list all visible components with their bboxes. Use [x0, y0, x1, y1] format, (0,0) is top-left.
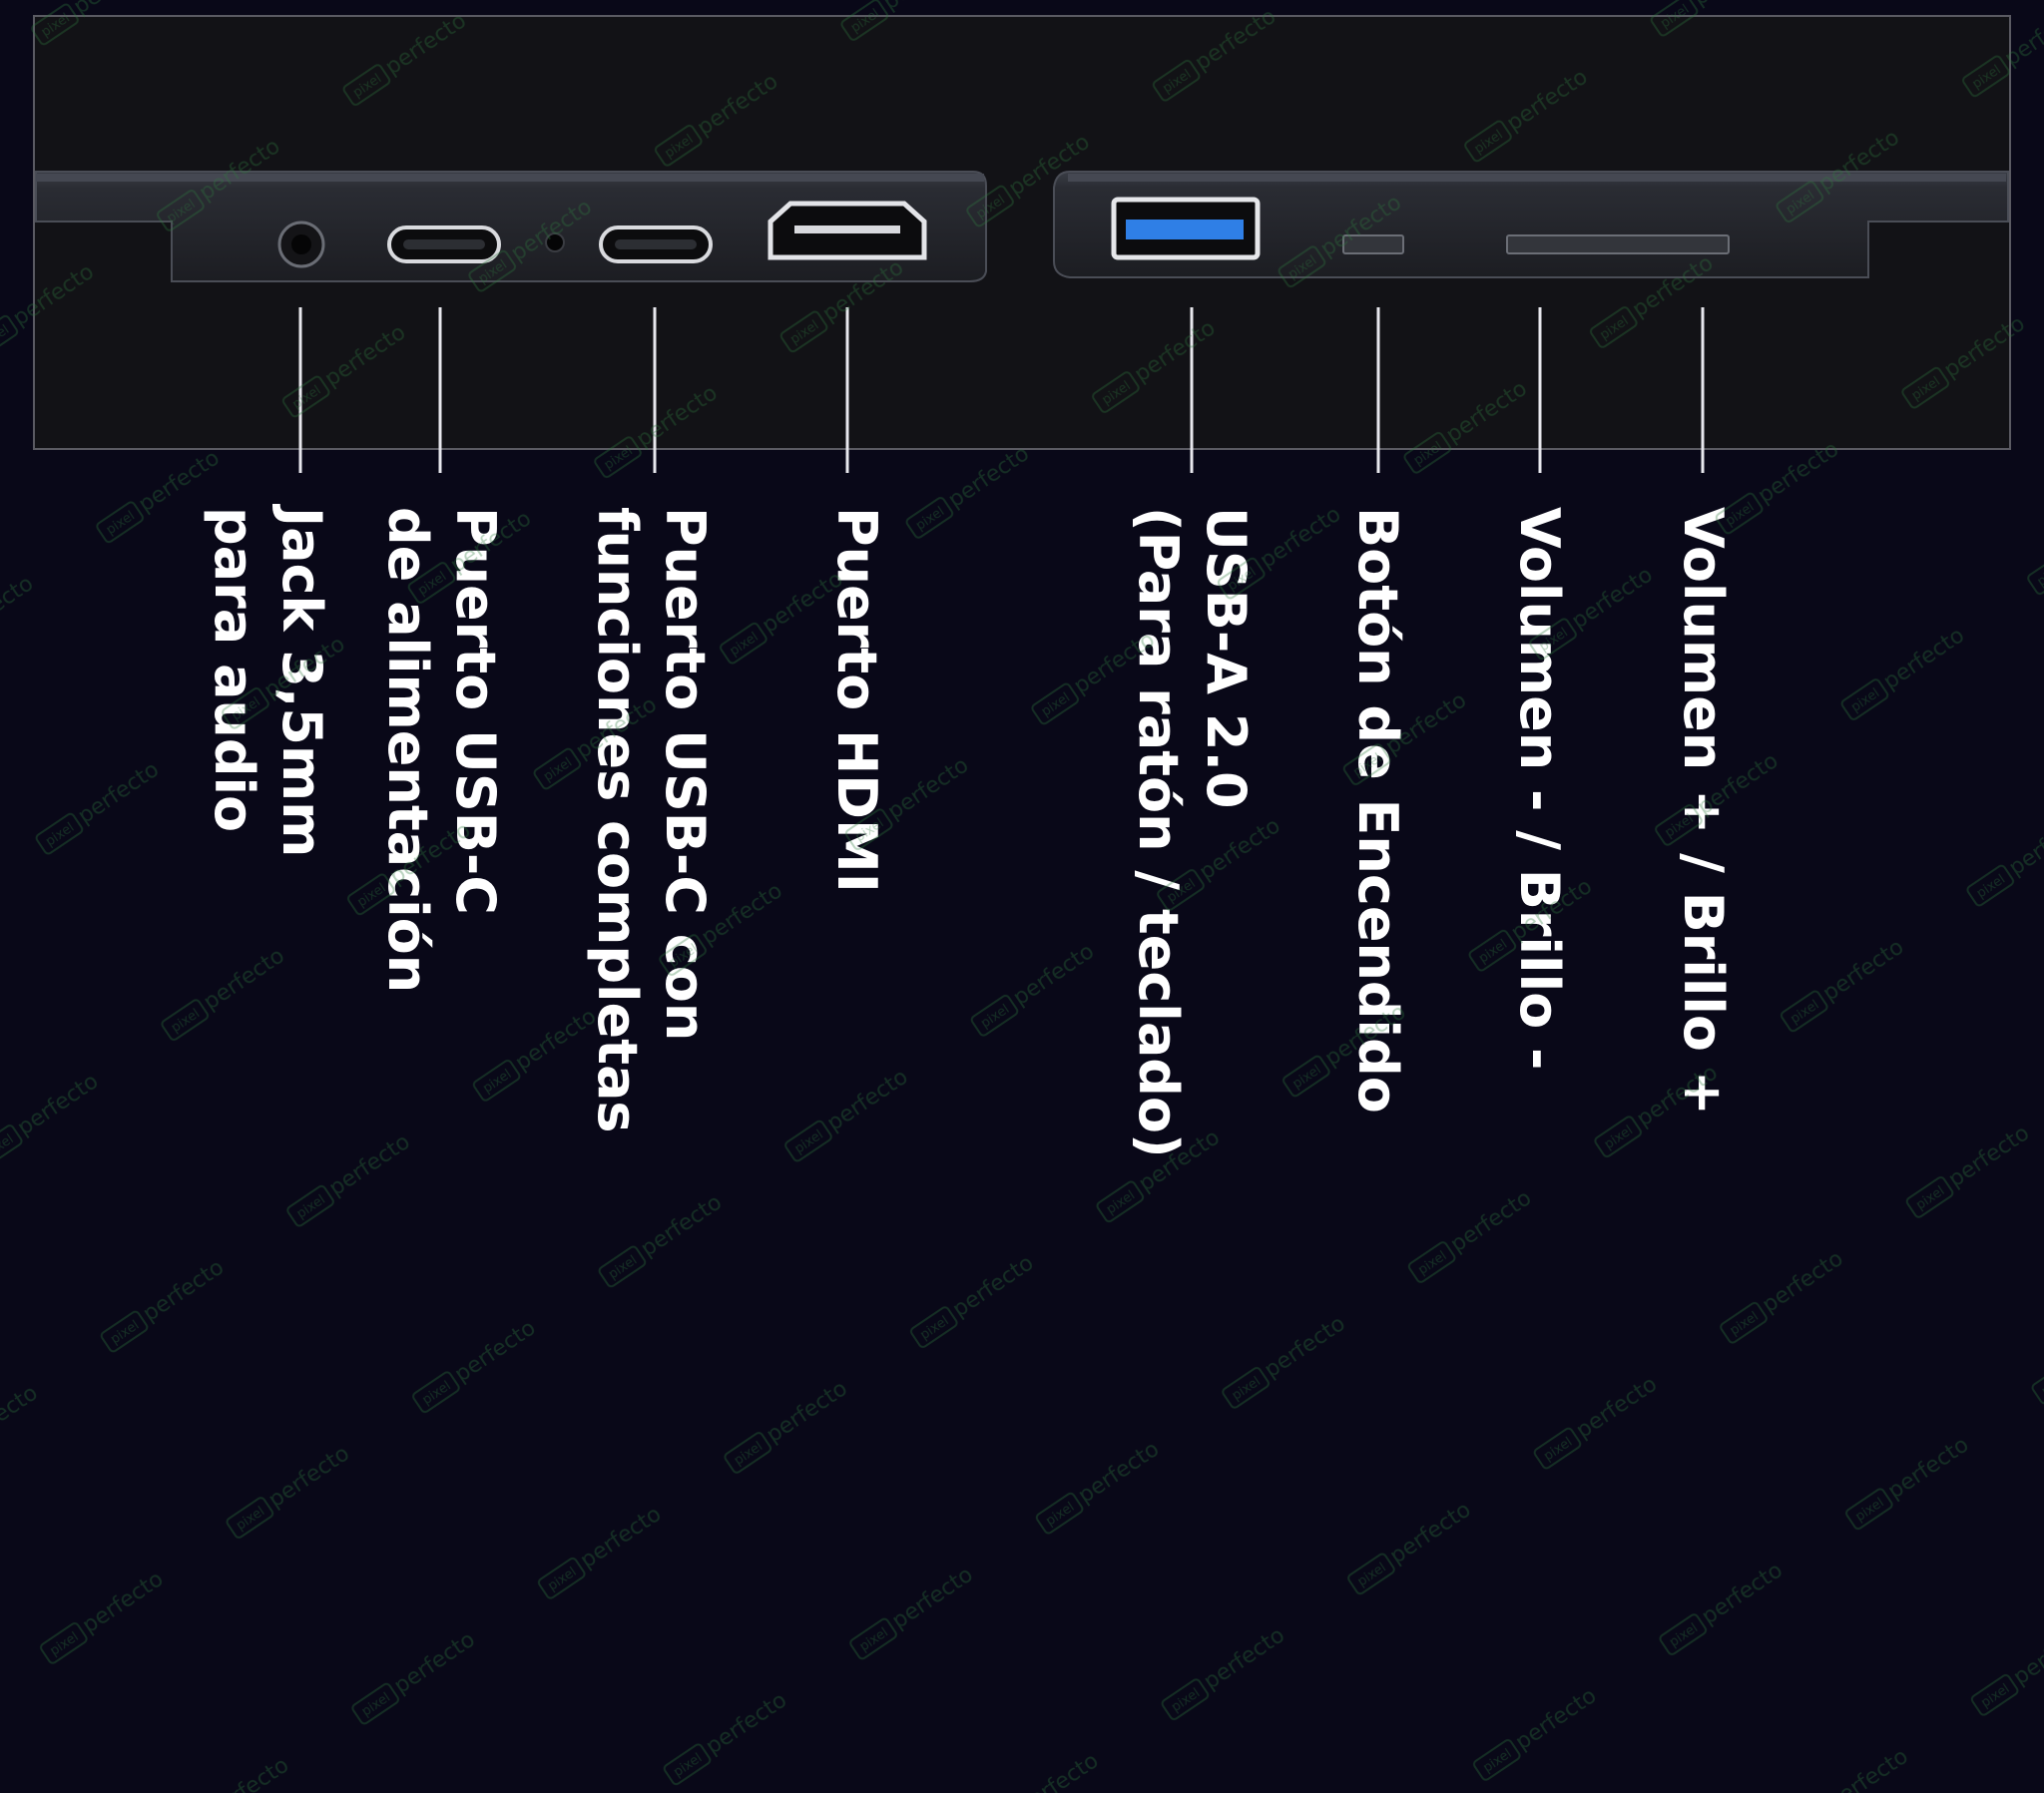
label-line: para audio: [203, 507, 265, 833]
label-line: Puerto USB-C con: [654, 507, 717, 1042]
label-volume-down: Volumen - / Brillo -: [1505, 507, 1573, 1070]
usb-a-port-icon: [1111, 197, 1261, 260]
label-line: (Para ratón / teclado): [1127, 507, 1190, 1158]
label-line: Jack 3,5mm: [270, 507, 333, 858]
label-usb-a: USB-A 2.0 (Para ratón / teclado): [1124, 507, 1260, 1158]
label-line: Volumen - / Brillo -: [1508, 507, 1571, 1071]
label-usb-c-full: Puerto USB-C con funciones completas: [583, 507, 719, 1133]
audio-jack-icon: [277, 221, 325, 268]
hdmi-port-icon: [767, 201, 927, 260]
label-line: Volumen + / Brillo +: [1672, 507, 1735, 1117]
label-line: Puerto HDMI: [825, 507, 888, 893]
volume-rocker-icon: [1506, 234, 1730, 254]
label-line: Botón de Encendido: [1346, 507, 1409, 1114]
usb-c-port-icon: [599, 225, 713, 263]
label-usb-c-power: Puerto USB-C de alimentación: [373, 507, 509, 993]
label-volume-up: Volumen + / Brillo +: [1669, 507, 1737, 1116]
label-line: USB-A 2.0: [1195, 507, 1258, 809]
label-hdmi: Puerto HDMI: [822, 507, 890, 893]
usb-c-port-icon: [387, 225, 501, 263]
indicator-led-icon: [545, 232, 565, 252]
power-button-icon: [1342, 234, 1404, 254]
label-line: de alimentación: [376, 507, 439, 994]
label-line: Puerto USB-C: [444, 507, 507, 915]
label-audio-jack: Jack 3,5mm para audio: [200, 507, 335, 857]
label-line: funciones completas: [586, 507, 649, 1133]
label-power-button: Botón de Encendido: [1343, 507, 1411, 1114]
